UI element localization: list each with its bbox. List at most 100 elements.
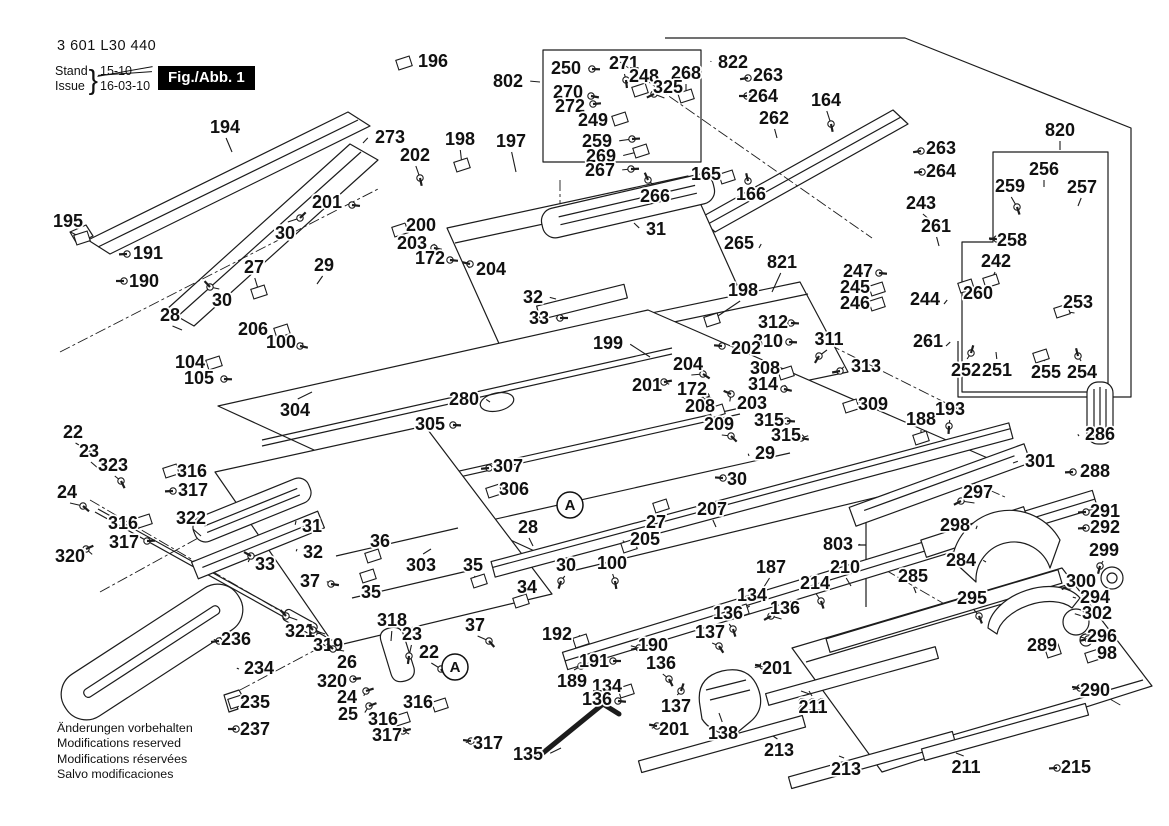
part-callout-303: 303 (406, 555, 436, 575)
screw-shank-320 (85, 544, 94, 551)
part-callout-255: 255 (1031, 362, 1061, 382)
bracket-part-198 (453, 157, 471, 173)
rail-194-shape (87, 111, 371, 255)
part-callout-31: 31 (302, 516, 322, 536)
leader-line-28 (172, 325, 183, 331)
bracket-part-196 (395, 55, 413, 71)
screw-shank-201 (648, 723, 658, 728)
leader-line-280 (485, 399, 491, 403)
part-callout-320: 320 (317, 671, 347, 691)
part-callout-236: 236 (221, 629, 251, 649)
screw-shank-201 (663, 379, 673, 384)
screw-shank-263 (739, 76, 749, 81)
part-callout-820: 820 (1045, 120, 1075, 140)
part-callout-100: 100 (597, 553, 627, 573)
bracket-part-316 (431, 697, 449, 713)
footnote-en: Modifications reserved (57, 736, 181, 751)
screw-shank-258 (988, 237, 998, 241)
part-callout-802: 802 (493, 71, 523, 91)
part-callout-30: 30 (275, 223, 295, 243)
part-callout-37: 37 (300, 571, 320, 591)
part-callout-317: 317 (473, 733, 503, 753)
revision-label-en: Issue (55, 79, 85, 93)
part-callout-204: 204 (673, 354, 703, 374)
part-callout-193: 193 (935, 399, 965, 419)
leader-line-802 (530, 80, 541, 83)
screw-shank-23 (406, 655, 411, 665)
part-callout-197: 197 (496, 131, 526, 151)
part-callout-292: 292 (1090, 517, 1120, 537)
leader-line-298 (975, 525, 978, 530)
screw-shank-204 (702, 373, 711, 380)
leader-line-213 (838, 755, 845, 759)
part-callout-259: 259 (995, 176, 1025, 196)
leader-line-138 (718, 712, 723, 723)
bracket-part-198 (703, 312, 721, 328)
part-callout-249: 249 (578, 110, 608, 130)
part-callout-164: 164 (811, 90, 841, 110)
screw-shank-136 (731, 628, 737, 637)
bracket-part-205 (620, 538, 638, 554)
part-callout-254: 254 (1067, 362, 1097, 382)
footnote-es: Salvo modificaciones (57, 767, 174, 782)
bracket-part-268 (677, 88, 695, 104)
group-822-border (665, 37, 1132, 398)
screw-shank-317 (462, 738, 472, 743)
washer-288-shape (1088, 465, 1110, 475)
leader-line-29 (316, 275, 324, 285)
leader-line-31 (294, 520, 297, 525)
sliding-table-210-shape (791, 567, 1153, 773)
part-callout-294: 294 (1080, 587, 1110, 607)
part-callout-256: 256 (1029, 159, 1059, 179)
part-callout-242: 242 (981, 251, 1011, 271)
part-callout-261: 261 (913, 331, 943, 351)
part-callout-304: 304 (280, 400, 310, 420)
part-callout-209: 209 (704, 414, 734, 434)
bracket-part-165 (718, 169, 736, 185)
part-callout-803: 803 (823, 534, 853, 554)
screw-shank-259 (1015, 206, 1021, 215)
part-callout-259: 259 (582, 131, 612, 151)
leader-line-210 (845, 577, 852, 587)
bracket-part-98 (1084, 648, 1102, 664)
part-callout-136: 136 (713, 603, 743, 623)
leader-line-194 (225, 137, 233, 153)
part-callout-213: 213 (831, 759, 861, 779)
part-callout-822: 822 (718, 52, 748, 72)
part-callout-290: 290 (1080, 680, 1110, 700)
part-callout-137: 137 (661, 696, 691, 716)
part-callout-272: 272 (555, 96, 585, 116)
bracket-part-188 (912, 430, 930, 446)
part-callout-35: 35 (361, 582, 381, 602)
part-callout-280: 280 (449, 389, 479, 409)
part-callout-204: 204 (476, 259, 506, 279)
part-callout-307: 307 (493, 456, 523, 476)
leader-line-304 (297, 391, 313, 400)
part-callout-205: 205 (630, 529, 660, 549)
part-callout-252: 252 (951, 360, 981, 380)
screw-shank-37 (488, 640, 496, 648)
leader-line-32 (295, 548, 298, 552)
slat-213b-shape (787, 730, 957, 790)
part-callout-188: 188 (906, 409, 936, 429)
part-callout-250: 250 (551, 58, 581, 78)
part-callout-266: 266 (640, 186, 670, 206)
detail-marker-label: A (450, 659, 461, 676)
part-callout-190: 190 (638, 635, 668, 655)
bracket-part-208 (708, 403, 726, 419)
screw-shank-137 (718, 645, 725, 654)
leader-line-286 (1077, 434, 1080, 437)
part-callout-253: 253 (1063, 292, 1093, 312)
bracket-part-249 (611, 111, 629, 127)
screw-shank-319 (306, 623, 314, 631)
leader-line-251 (995, 351, 998, 360)
rail-207-shape (490, 422, 1014, 578)
part-callout-201: 201 (659, 719, 689, 739)
part-callout-211: 211 (797, 695, 826, 715)
part-callout-137: 137 (695, 622, 725, 642)
screw-shank-209 (730, 435, 738, 443)
part-callout-257: 257 (1067, 177, 1097, 197)
part-callout-298: 298 (940, 515, 970, 535)
